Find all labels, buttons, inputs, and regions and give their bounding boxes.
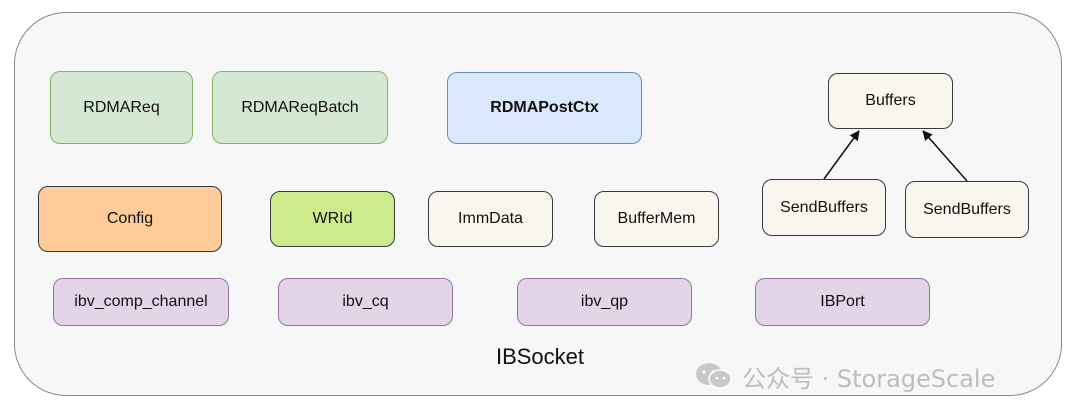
node-buffers[interactable]: Buffers [828, 73, 953, 129]
node-rdmapostctx[interactable]: RDMAPostCtx [447, 72, 642, 144]
edge-sendbuffers1-to-buffers [823, 130, 860, 180]
node-wrid[interactable]: WRId [270, 191, 395, 247]
edge-sendbuffers2-to-buffers [922, 130, 968, 182]
node-rdmareq[interactable]: RDMAReq [50, 71, 193, 144]
node-ibv-cq[interactable]: ibv_cq [278, 278, 453, 326]
node-ibv-comp-channel[interactable]: ibv_comp_channel [53, 278, 229, 326]
node-config[interactable]: Config [38, 186, 222, 252]
node-sendbuffers-2[interactable]: SendBuffers [905, 181, 1029, 238]
node-immdata[interactable]: ImmData [428, 191, 553, 247]
wechat-icon [696, 363, 732, 389]
node-buffermem[interactable]: BufferMem [594, 191, 719, 247]
node-sendbuffers-1[interactable]: SendBuffers [762, 179, 886, 236]
watermark-text: 公众号 · StorageScale [742, 364, 996, 393]
node-rdmareqbatch[interactable]: RDMAReqBatch [212, 71, 388, 144]
node-ibv-qp[interactable]: ibv_qp [517, 278, 692, 326]
node-ibport[interactable]: IBPort [755, 278, 930, 326]
ibsocket-label: IBSocket [495, 344, 585, 369]
watermark: 公众号 · StorageScale [694, 358, 995, 394]
